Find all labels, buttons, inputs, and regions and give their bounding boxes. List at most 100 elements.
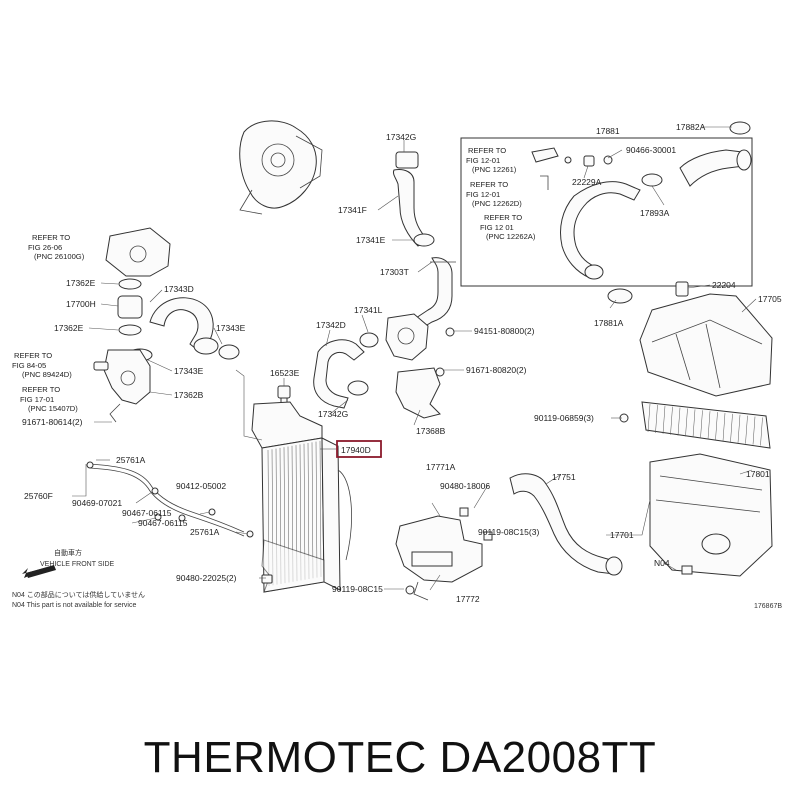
refer-5-line-1: REFER TO [470, 180, 508, 189]
diagram-id: 176867B [754, 603, 782, 610]
filter-pleat [722, 412, 726, 442]
filter-17801-part [641, 401, 771, 449]
pipe-17303T-part [415, 257, 456, 329]
refer-4-line-1: REFER TO [468, 146, 506, 155]
refer-5-line-2: FIG 12-01 [466, 190, 500, 199]
label-90467-2[interactable]: 90467-06115 [138, 518, 188, 528]
refer-3-line-1: REFER TO [22, 385, 60, 394]
leader-lines [72, 126, 757, 591]
label-17303T[interactable]: 17303T [380, 267, 409, 277]
label-17701[interactable]: 17701 [610, 530, 634, 540]
label-17342G-mid[interactable]: 17342G [318, 409, 348, 419]
highlight-17940D [336, 440, 382, 458]
connector-17700H-part [117, 278, 143, 336]
label-17882A[interactable]: 17882A [676, 122, 706, 132]
refer-1-line-3: (PNC 26100G) [34, 252, 85, 261]
filter-pleat [715, 412, 718, 441]
refer-3-line-3: (PNC 15407D) [28, 404, 78, 413]
label-17700H[interactable]: 17700H [66, 299, 96, 309]
label-17362E-1[interactable]: 17362E [66, 278, 96, 288]
vehicle-front-en: VEHICLE FRONT SIDE [40, 561, 114, 568]
label-17705[interactable]: 17705 [758, 294, 782, 304]
vehicle-front-jp: 自動車方 [54, 548, 82, 557]
clamp-17341L-part [359, 332, 379, 348]
label-91671-left[interactable]: 91671-80614(2) [22, 417, 83, 427]
label-17893A[interactable]: 17893A [640, 208, 670, 218]
label-90119-08C15-2[interactable]: 90119-08C15 [332, 584, 383, 594]
label-91671-right[interactable]: 91671-80820(2) [466, 365, 527, 375]
filter-pleat [700, 410, 703, 439]
intercooler-fin [311, 442, 314, 579]
refer-2-line-2: FIG 84-05 [12, 361, 46, 370]
clamp-17881A-part [607, 288, 633, 304]
label-17751[interactable]: 17751 [552, 472, 576, 482]
bolt-91671-part [435, 367, 445, 377]
hose-17342D-part [313, 339, 369, 409]
label-90480-18006[interactable]: 90480-18006 [440, 481, 490, 491]
intercooler-fin [315, 441, 318, 578]
label-90467-1[interactable]: 90467-06115 [122, 508, 172, 518]
hose-25760F-part [86, 461, 254, 538]
label-17362E-2[interactable]: 17362E [54, 323, 84, 333]
refer-3-line-2: FIG 17-01 [20, 395, 54, 404]
label-N04[interactable]: N04 [654, 558, 670, 568]
inset-hose-17881-part [531, 121, 752, 280]
label-17771A[interactable]: 17771A [426, 462, 456, 472]
hose-17341F-part [393, 151, 435, 247]
filter-pleat [760, 417, 763, 446]
label-17772[interactable]: 17772 [456, 594, 480, 604]
filter-pleat [752, 416, 756, 445]
label-22204[interactable]: 22204 [712, 280, 736, 290]
label-94151[interactable]: 94151-80800(2) [474, 326, 535, 336]
label-17341L[interactable]: 17341L [354, 305, 383, 315]
filter-pleat [692, 409, 696, 438]
filter-pleat [707, 411, 711, 440]
refer-1-line-2: FIG 26-06 [28, 243, 62, 252]
part-labels: 17342G 17881 17882A 90466-30001 22229A 1… [22, 122, 782, 610]
label-17362B[interactable]: 17362B [174, 390, 204, 400]
label-17881[interactable]: 17881 [596, 126, 620, 136]
label-17343D[interactable]: 17343D [164, 284, 194, 294]
hose-17343D-part [149, 297, 219, 355]
label-22229A[interactable]: 22229A [572, 177, 602, 187]
label-90119-06859[interactable]: 90119-06859(3) [534, 413, 594, 423]
label-17368B[interactable]: 17368B [416, 426, 446, 436]
bracket-17368B-part [385, 313, 441, 419]
filter-pleat [662, 405, 666, 434]
intercooler-fin [319, 440, 322, 577]
label-17343E-2[interactable]: 17343E [174, 366, 204, 376]
label-90466[interactable]: 90466-30001 [626, 145, 676, 155]
filter-pleat [655, 404, 658, 433]
filter-pleat [730, 413, 733, 442]
bolt-90480-22025-part [261, 574, 273, 584]
label-16523E[interactable]: 16523E [270, 368, 300, 378]
refer-4-line-2: FIG 12-01 [466, 156, 500, 165]
label-25761A-1[interactable]: 25761A [116, 455, 146, 465]
label-17341F[interactable]: 17341F [338, 205, 367, 215]
clamp-17343E-part [218, 344, 240, 360]
refer-5-line-3: (PNC 12262D) [472, 199, 522, 208]
vehicle-front-indicator: 自動車方 VEHICLE FRONT SIDE [22, 548, 114, 578]
refer-1-line-1: REFER TO [32, 233, 70, 242]
label-17940D[interactable]: 17940D [341, 445, 371, 455]
brand-title: THERMOTEC DA2008TT [143, 733, 657, 782]
filter-pleat [670, 406, 673, 435]
refer-2-line-3: (PNC 89424D) [22, 370, 72, 379]
refer-4-line-3: (PNC 12261) [472, 165, 517, 174]
intercooler-17940D-part [251, 401, 352, 593]
label-17801[interactable]: 17801 [746, 469, 770, 479]
label-90469[interactable]: 90469-07021 [72, 498, 122, 508]
label-17343E-1[interactable]: 17343E [216, 323, 246, 333]
label-90119-08C15-1[interactable]: 90119-08C15(3) [478, 527, 539, 537]
label-17881A[interactable]: 17881A [594, 318, 624, 328]
label-17342D[interactable]: 17342D [316, 320, 346, 330]
label-90412[interactable]: 90412-05002 [176, 481, 226, 491]
label-17342G-top[interactable]: 17342G [386, 132, 416, 142]
label-25760F[interactable]: 25760F [24, 491, 53, 501]
label-25761A-2[interactable]: 25761A [190, 527, 220, 537]
label-17341E[interactable]: 17341E [356, 235, 386, 245]
label-90480-22025[interactable]: 90480-22025(2) [176, 573, 237, 583]
note-n04-jp: N04 この部品については供給していません [12, 590, 145, 599]
filter-pleat [647, 403, 651, 433]
